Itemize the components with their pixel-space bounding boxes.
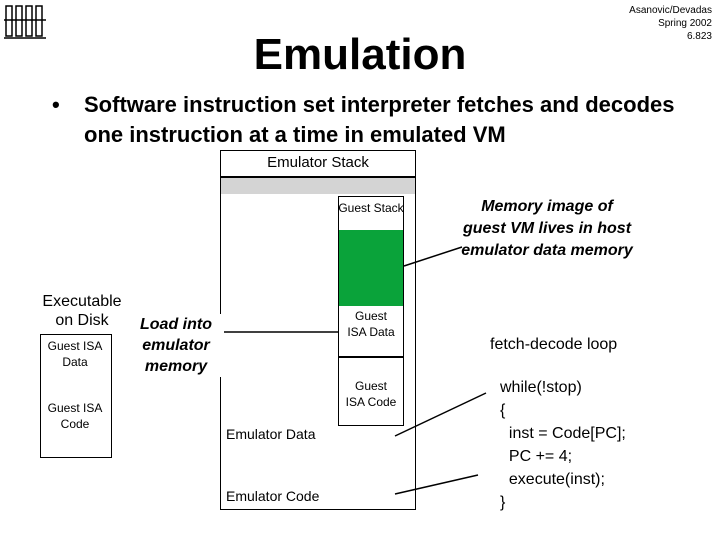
emulator-data-label: Emulator Data <box>226 426 316 442</box>
code-line: while(!stop) <box>500 379 582 396</box>
code-line: PC += 4; <box>500 448 573 465</box>
slide-title: Emulation <box>253 30 467 79</box>
bullet-text: Software instruction set interpreter fet… <box>84 92 675 147</box>
emulator-stack-band <box>221 178 415 194</box>
emulator-code-label: Emulator Code <box>226 488 320 504</box>
emulator-stack-label: Emulator Stack <box>267 154 369 171</box>
code-line: execute(inst); <box>500 471 605 488</box>
data-pointer <box>394 392 487 437</box>
guest-stack-fill <box>339 230 403 306</box>
load-into-memory-label: Load into emulator memory <box>128 314 224 377</box>
disk-image-box <box>40 334 112 458</box>
course-credit: Asanovic/Devadas Spring 2002 6.823 <box>562 4 712 43</box>
guest-data-divider <box>339 356 403 358</box>
code-pointer <box>394 474 479 495</box>
executable-title: Executable on Disk <box>42 293 122 329</box>
guest-isa-data-label: Guest ISA Data <box>347 309 395 339</box>
code-line: { <box>500 402 506 419</box>
fetch-decode-code: while(!stop) { inst = Code[PC]; PC += 4;… <box>500 376 710 514</box>
mit-logo-icon <box>4 2 48 42</box>
fetch-decode-loop-title: fetch-decode loop <box>490 336 618 353</box>
bullet-marker: • <box>52 92 60 117</box>
disk-guest-isa-code-label: Guest ISA Code <box>47 401 103 431</box>
disk-guest-isa-data-label: Guest ISA Data <box>47 339 103 369</box>
memory-note-pointer <box>403 246 463 267</box>
credit-term: Spring 2002 <box>658 18 712 29</box>
credit-course: 6.823 <box>686 31 712 42</box>
code-line: inst = Code[PC]; <box>500 425 626 442</box>
credit-authors: Asanovic/Devadas <box>629 5 712 16</box>
emulator-stack-divider <box>221 176 415 178</box>
code-line: } <box>500 494 506 511</box>
guest-isa-code-label: Guest ISA Code <box>345 379 397 409</box>
guest-stack-label: Guest Stack <box>338 201 404 215</box>
memory-image-note: Memory image of guest VM lives in host e… <box>461 198 633 259</box>
